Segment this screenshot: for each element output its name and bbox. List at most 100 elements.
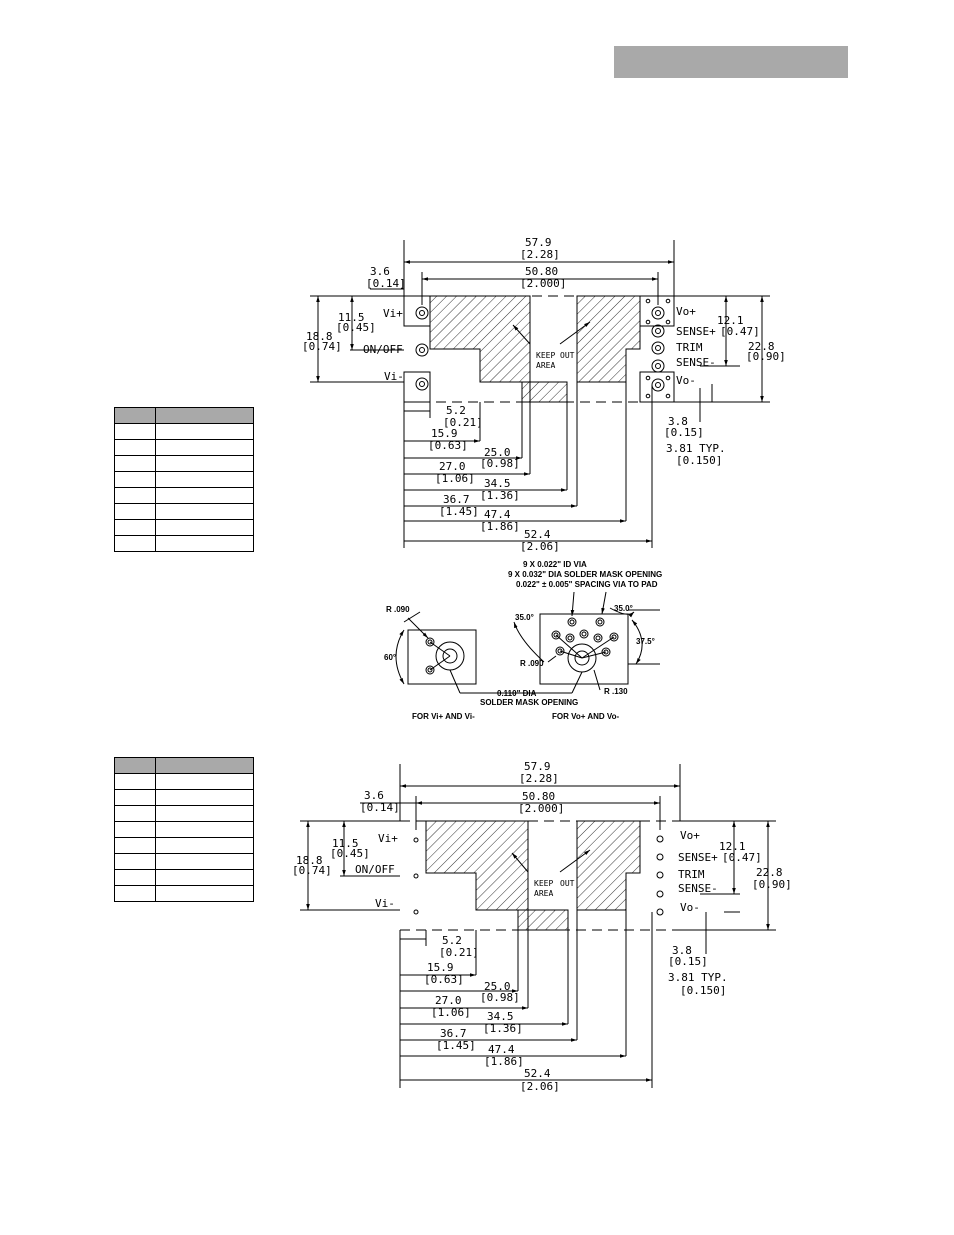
angle-35-right-label: 35.0° — [614, 604, 633, 613]
caption-vi: FOR Vi+ AND Vi- — [412, 712, 475, 721]
dim-d5-bottom-in: [1.36] — [483, 1022, 523, 1035]
dim-d2-bottom-in: [0.63] — [424, 973, 464, 986]
mask-note-2: SOLDER MASK OPENING — [480, 698, 578, 707]
dim-d1-bottom-in: [0.21] — [439, 946, 479, 959]
dim-edge-top-in: [0.14] — [366, 277, 406, 290]
dim-d2-top: 15.9 — [431, 427, 458, 440]
dim-height-top-in: [0.74] — [302, 340, 342, 353]
dim-d4-top-in: [1.06] — [435, 472, 475, 485]
dim-d10-bottom: 3.81 TYP. — [668, 971, 728, 984]
pad-detail-drawings — [395, 591, 660, 694]
pin-on-off-bottom: ON/OFF — [355, 863, 395, 876]
pin-sense-minus-bottom: SENSE- — [678, 882, 718, 895]
pin-vo-minus-top: Vo- — [676, 374, 696, 387]
dim-right-bottom-in: [0.47] — [722, 851, 762, 864]
pin-vi-plus-top: Vi+ — [383, 307, 403, 320]
pin-vo-minus-bottom: Vo- — [680, 901, 700, 914]
dim-d8-bottom: 52.4 — [524, 1067, 551, 1080]
dim-d10-bottom-in: [0.150] — [680, 984, 726, 997]
dim-height-bottom-in: [0.74] — [292, 864, 332, 877]
mask-note-1: 0.110" DIA — [497, 689, 537, 698]
dim-height-bottom: 18.8 — [296, 854, 323, 867]
dim-d5-top: 34.5 — [484, 477, 511, 490]
dim-d8-bottom-in: [2.06] — [520, 1080, 560, 1093]
pin-vi-minus-top: Vi- — [384, 370, 404, 383]
pin-vo-plus-bottom: Vo+ — [680, 829, 700, 842]
pin-vo-plus-top: Vo+ — [676, 305, 696, 318]
dim-d3-bottom: 25.0 — [484, 980, 511, 993]
dim-total-h-top: 22.8 — [748, 340, 775, 353]
keepout-text-2-bottom: AREA — [534, 889, 553, 898]
dim-d2-bottom: 15.9 — [427, 961, 454, 974]
dim-pitch-top: 50.80 — [525, 265, 558, 278]
dim-d9-top-in: [0.15] — [664, 426, 704, 439]
dim-d4-bottom-in: [1.06] — [431, 1006, 471, 1019]
dim-right-top: 12.1 — [717, 314, 744, 327]
dim-pitch-top-in: [2.000] — [520, 277, 566, 290]
r130-label: R .130 — [604, 687, 628, 696]
dim-d6-top: 36.7 — [443, 493, 470, 506]
dim-d2-top-in: [0.63] — [428, 439, 468, 452]
dim-overall-bottom-in: [2.28] — [519, 772, 559, 785]
dim-d9-bottom-in: [0.15] — [668, 955, 708, 968]
dim-total-h-bottom: 22.8 — [756, 866, 783, 879]
r090-left-label: R .090 — [386, 605, 410, 614]
keepout-text-3-bottom: OUT — [560, 879, 575, 888]
r090-right-label: R .090 — [520, 659, 544, 668]
top-drawing-labels: 57.9 [2.28] 50.80 [2.000] 3.6 [0.14] 18.… — [302, 236, 786, 553]
pin-trim-bottom: TRIM — [678, 868, 705, 881]
dim-d5-bottom: 34.5 — [487, 1010, 514, 1023]
dim-d6-top-in: [1.45] — [439, 505, 479, 518]
dim-d1-top: 5.2 — [446, 404, 466, 417]
dim-mid-bottom-in: [0.45] — [330, 847, 370, 860]
keepout-text-2-top: AREA — [536, 361, 555, 370]
dim-right-top-in: [0.47] — [720, 325, 760, 338]
angle-35-left-label: 35.0° — [515, 613, 534, 622]
pin-trim-top: TRIM — [676, 341, 703, 354]
pin-sense-plus-top: SENSE+ — [676, 325, 716, 338]
pin-on-off-top: ON/OFF — [363, 343, 403, 356]
dim-pitch-bottom: 50.80 — [522, 790, 555, 803]
dim-d1-bottom: 5.2 — [442, 934, 462, 947]
dim-d4-bottom: 27.0 — [435, 994, 462, 1007]
top-footprint-drawing — [310, 240, 770, 548]
dim-overall-top-in: [2.28] — [520, 248, 560, 261]
keepout-text-1-bottom: KEEP — [534, 879, 553, 888]
dim-d7-bottom: 47.4 — [488, 1043, 515, 1056]
dim-d10-top: 3.81 TYP. — [666, 442, 726, 455]
pin-vi-plus-bottom: Vi+ — [378, 832, 398, 845]
dim-total-h-bottom-in: [0.90] — [752, 878, 792, 891]
dim-d1-top-in: [0.21] — [443, 416, 483, 429]
pin-table-bottom — [114, 757, 254, 902]
bottom-footprint-drawing — [300, 764, 776, 1088]
dim-d5-top-in: [1.36] — [480, 489, 520, 502]
angle-37-label: 37.5° — [636, 637, 655, 646]
keepout-text-3-top: OUT — [560, 351, 575, 360]
dim-edge-top: 3.6 — [370, 265, 390, 278]
pin-sense-minus-top: SENSE- — [676, 356, 716, 369]
keepout-text-1-top: KEEP — [536, 351, 555, 360]
via-note-3: 0.022" ± 0.005" SPACING VIA TO PAD — [516, 580, 658, 589]
dim-right-bottom: 12.1 — [719, 840, 746, 853]
bottom-drawing-labels: 57.9 [2.28] 50.80 [2.000] 3.6 [0.14] 18.… — [292, 760, 792, 1093]
dim-d8-top-in: [2.06] — [520, 540, 560, 553]
dim-d3-top: 25.0 — [484, 446, 511, 459]
dim-edge-bottom: 3.6 — [364, 789, 384, 802]
dim-overall-bottom: 57.9 — [524, 760, 551, 773]
dim-d8-top: 52.4 — [524, 528, 551, 541]
dim-d9-bottom: 3.8 — [672, 944, 692, 957]
dim-d9-top: 3.8 — [668, 415, 688, 428]
via-note-2: 9 X 0.032" DIA SOLDER MASK OPENING — [508, 570, 662, 579]
dim-mid-top-in: [0.45] — [336, 321, 376, 334]
caption-vo: FOR Vo+ AND Vo- — [552, 712, 620, 721]
dim-d7-top-in: [1.86] — [480, 520, 520, 533]
via-note-1: 9 X 0.022" ID VIA — [523, 560, 587, 569]
pin-vi-minus-bottom: Vi- — [375, 897, 395, 910]
dim-overall-top: 57.9 — [525, 236, 552, 249]
dim-d10-top-in: [0.150] — [676, 454, 722, 467]
dim-height-top: 18.8 — [306, 330, 333, 343]
dim-mid-bottom: 11.5 — [332, 837, 359, 850]
dim-d4-top: 27.0 — [439, 460, 466, 473]
dim-d6-bottom: 36.7 — [440, 1027, 467, 1040]
